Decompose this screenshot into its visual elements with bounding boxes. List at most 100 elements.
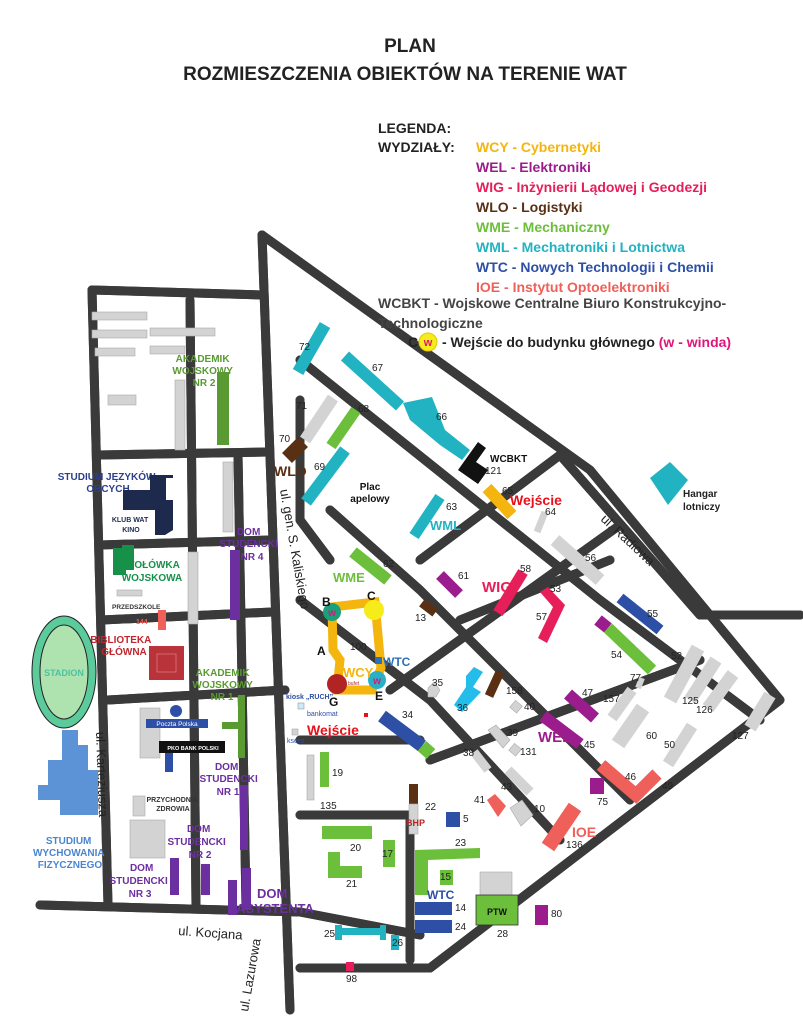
- building-34-wme[interactable]: [417, 741, 436, 759]
- barracks-6: [107, 394, 137, 406]
- building-98[interactable]: [346, 962, 354, 971]
- building-66[interactable]: [403, 397, 470, 460]
- building-62[interactable]: [349, 547, 392, 585]
- building-135[interactable]: [306, 754, 315, 801]
- przychodnia-building[interactable]: [129, 819, 166, 859]
- building-40[interactable]: [509, 699, 523, 714]
- building-20[interactable]: [322, 826, 372, 839]
- building-22-wlo[interactable]: [409, 784, 418, 804]
- building-19[interactable]: [320, 752, 329, 787]
- building-131[interactable]: [508, 742, 522, 757]
- building-75[interactable]: [590, 778, 604, 794]
- main-entrance-label: Wejście: [307, 722, 359, 738]
- building-10[interactable]: [509, 799, 534, 827]
- building-77[interactable]: [635, 676, 645, 690]
- building-144[interactable]: [158, 610, 166, 630]
- building-67[interactable]: [340, 351, 405, 411]
- building-43[interactable]: [504, 766, 534, 796]
- building-158[interactable]: [484, 670, 505, 698]
- building-54-wel[interactable]: [594, 615, 612, 633]
- building-52-label: 52: [671, 651, 683, 662]
- building-46-49[interactable]: [596, 760, 662, 804]
- entrance-b-icon[interactable]: [323, 603, 341, 621]
- przedszkole-building[interactable]: [116, 589, 143, 597]
- building-28[interactable]: [475, 894, 519, 926]
- building-36-label: 36: [457, 703, 469, 714]
- legend-entrance-marker: w: [423, 337, 433, 349]
- building-41[interactable]: [487, 794, 506, 817]
- building-136[interactable]: [541, 802, 582, 852]
- dom-asystenta-building-2[interactable]: [242, 868, 251, 910]
- building-60-label: 60: [646, 731, 658, 742]
- swf-building[interactable]: [38, 730, 98, 815]
- building-50[interactable]: [662, 722, 698, 768]
- building-26[interactable]: [391, 935, 399, 950]
- building-25[interactable]: [335, 925, 386, 940]
- building-34[interactable]: [378, 710, 426, 752]
- building-38[interactable]: [470, 749, 492, 773]
- building-72-label: 72: [299, 342, 311, 353]
- building-west-3: [222, 461, 234, 533]
- building-69[interactable]: [301, 446, 350, 506]
- building-35[interactable]: [427, 681, 441, 698]
- building-80[interactable]: [535, 905, 548, 925]
- building-47[interactable]: [564, 689, 599, 723]
- building-61[interactable]: [436, 571, 463, 598]
- ds4-building[interactable]: [230, 550, 240, 620]
- ds3-building[interactable]: [170, 858, 179, 895]
- building-57-label: 57: [536, 612, 548, 623]
- building-71[interactable]: [300, 394, 338, 444]
- building-58[interactable]: [493, 569, 528, 616]
- entrance-g-icon[interactable]: [327, 674, 347, 694]
- building-22[interactable]: [408, 803, 419, 835]
- building-24[interactable]: [415, 920, 452, 933]
- building-70[interactable]: [282, 437, 308, 463]
- stadion-label: STADION: [44, 668, 84, 678]
- building-72[interactable]: [292, 322, 331, 375]
- building-23[interactable]: [415, 848, 480, 895]
- building-126[interactable]: [702, 670, 739, 712]
- building-45[interactable]: [539, 711, 584, 749]
- building-5[interactable]: [446, 812, 460, 827]
- dom-asystenta-building-1[interactable]: [228, 880, 237, 915]
- akademik-nr1-building[interactable]: [238, 695, 245, 758]
- building-36[interactable]: [454, 667, 483, 712]
- building-127[interactable]: [744, 691, 776, 732]
- entrance-e-icon[interactable]: [368, 671, 386, 689]
- ds1-building[interactable]: [240, 785, 248, 850]
- building-15[interactable]: [440, 870, 453, 885]
- akademik-nr2-building[interactable]: [217, 372, 229, 445]
- building-17[interactable]: [383, 840, 395, 867]
- street-kocjana: ul. Kocjana: [178, 923, 244, 943]
- building-125[interactable]: [684, 656, 722, 704]
- building-52[interactable]: [663, 644, 705, 704]
- building-55[interactable]: [616, 593, 664, 635]
- building-121-wcbkt[interactable]: [458, 442, 488, 484]
- stolowka-building[interactable]: [113, 545, 134, 575]
- klub-wat-building[interactable]: [123, 475, 173, 535]
- building-28-annex[interactable]: [479, 871, 513, 898]
- building-21[interactable]: [328, 852, 362, 878]
- building-60[interactable]: [611, 703, 650, 749]
- building-hangar[interactable]: [650, 462, 688, 505]
- hangar-label: Hangar: [683, 489, 718, 500]
- building-54[interactable]: [603, 623, 657, 675]
- building-157[interactable]: [607, 686, 637, 722]
- entrance-c-icon[interactable]: [364, 600, 384, 620]
- building-75-label: 75: [597, 797, 609, 808]
- building-53-57[interactable]: [538, 587, 565, 643]
- legend-heading: LEGENDA:: [378, 120, 451, 136]
- building-13[interactable]: [419, 599, 438, 617]
- building-65[interactable]: [482, 483, 517, 520]
- building-64[interactable]: [533, 510, 549, 534]
- buildings-east: 58 WIG 53 57 55 54 13 52 77 125 126 127 …: [415, 564, 776, 852]
- building-39[interactable]: [487, 724, 511, 749]
- biblioteka-building[interactable]: [149, 646, 184, 680]
- building-56[interactable]: [550, 535, 605, 585]
- building-14[interactable]: [415, 902, 452, 915]
- ds2-building[interactable]: [201, 864, 210, 895]
- entrance-a-label: A: [317, 644, 326, 658]
- poczta-building[interactable]: [139, 707, 161, 759]
- building-63[interactable]: [409, 493, 445, 540]
- building-68[interactable]: [326, 406, 361, 450]
